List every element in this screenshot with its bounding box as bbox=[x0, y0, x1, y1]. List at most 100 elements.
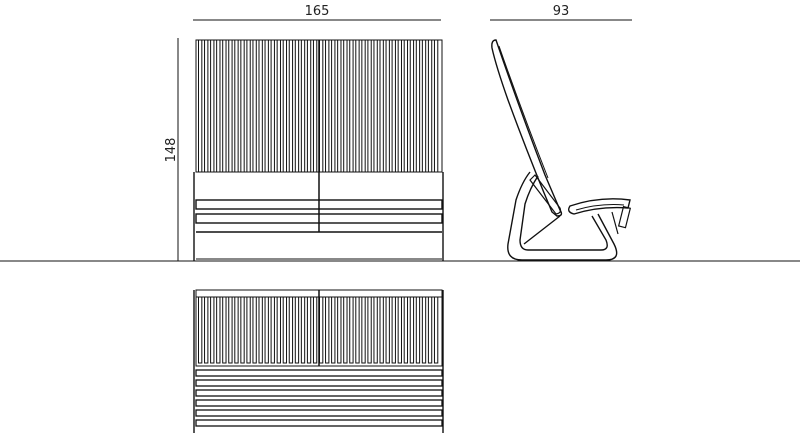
front-slat bbox=[433, 39, 439, 173]
front-slat bbox=[270, 39, 275, 173]
front-slat bbox=[258, 39, 263, 173]
height-dimension: 148 bbox=[164, 38, 179, 261]
top-slat bbox=[312, 296, 318, 364]
front-slat bbox=[337, 39, 342, 173]
top-slat bbox=[379, 296, 384, 364]
top-seat-bars bbox=[195, 369, 443, 427]
front-slat bbox=[264, 39, 269, 173]
top-seat-bar bbox=[195, 379, 443, 387]
front-slat bbox=[427, 39, 433, 173]
front-slat bbox=[355, 39, 360, 173]
top-slat bbox=[306, 296, 312, 364]
top-seat-bar bbox=[195, 399, 443, 407]
front-slat bbox=[391, 39, 396, 173]
front-slats bbox=[198, 39, 439, 173]
top-slat bbox=[258, 296, 263, 364]
top-slat bbox=[270, 296, 275, 364]
width-dimension: 165 bbox=[193, 4, 441, 21]
top-seat-bar bbox=[195, 369, 443, 377]
top-slat bbox=[349, 296, 354, 364]
front-slat bbox=[282, 39, 288, 173]
side-frame bbox=[507, 171, 618, 261]
top-slat bbox=[240, 296, 245, 364]
top-slat bbox=[355, 296, 360, 364]
front-seat-bar-1 bbox=[195, 199, 443, 210]
top-seat-bar bbox=[195, 419, 443, 427]
front-slat bbox=[204, 39, 209, 173]
depth-dimension: 93 bbox=[490, 4, 632, 21]
top-slat bbox=[367, 296, 372, 364]
front-slat bbox=[343, 39, 348, 173]
front-slat bbox=[379, 39, 384, 173]
side-seat-support bbox=[611, 211, 619, 235]
top-slat bbox=[373, 296, 378, 364]
side-view bbox=[491, 39, 632, 261]
top-slat bbox=[204, 296, 209, 364]
top-slat bbox=[294, 296, 300, 364]
front-view bbox=[193, 39, 444, 261]
height-label: 148 bbox=[164, 138, 179, 163]
top-slat bbox=[397, 296, 402, 364]
front-slat bbox=[373, 39, 378, 173]
top-slat bbox=[210, 296, 215, 364]
front-slat bbox=[294, 39, 300, 173]
depth-label: 93 bbox=[553, 4, 570, 19]
front-slat bbox=[397, 39, 402, 173]
top-slats bbox=[198, 296, 439, 364]
front-slat bbox=[325, 39, 330, 173]
top-slat bbox=[343, 296, 348, 364]
front-slat bbox=[252, 39, 257, 173]
front-slat bbox=[421, 39, 427, 173]
front-slat bbox=[349, 39, 354, 173]
top-slat bbox=[325, 296, 330, 364]
front-slat bbox=[312, 39, 318, 173]
top-slat bbox=[427, 296, 433, 364]
front-slat bbox=[216, 39, 221, 173]
top-slat bbox=[391, 296, 396, 364]
front-slat bbox=[246, 39, 251, 173]
front-slat bbox=[385, 39, 390, 173]
side-backrest bbox=[491, 39, 563, 217]
top-slat bbox=[216, 296, 221, 364]
top-slat bbox=[385, 296, 390, 364]
top-slat bbox=[228, 296, 233, 364]
side-front-bracket bbox=[617, 205, 632, 229]
top-slat bbox=[234, 296, 239, 364]
top-slat bbox=[246, 296, 251, 364]
top-slat bbox=[300, 296, 306, 364]
front-slat bbox=[234, 39, 239, 173]
top-slat bbox=[198, 296, 203, 364]
front-slat bbox=[415, 39, 421, 173]
front-slat bbox=[409, 39, 415, 173]
front-slat bbox=[300, 39, 306, 173]
side-seat bbox=[567, 198, 631, 215]
front-slat bbox=[228, 39, 233, 173]
side-backrest-inner bbox=[498, 45, 549, 179]
top-slat bbox=[415, 296, 421, 364]
top-slat bbox=[433, 296, 439, 364]
front-slat bbox=[210, 39, 215, 173]
top-slat bbox=[361, 296, 366, 364]
width-label: 165 bbox=[305, 4, 330, 19]
front-seat-bar-2 bbox=[195, 213, 443, 224]
front-slat bbox=[367, 39, 372, 173]
top-slat bbox=[288, 296, 294, 364]
front-slat bbox=[198, 39, 203, 173]
top-slat bbox=[264, 296, 269, 364]
top-slat bbox=[276, 296, 281, 364]
front-slat bbox=[240, 39, 245, 173]
top-slat bbox=[319, 296, 324, 364]
front-slat bbox=[288, 39, 294, 173]
top-slat bbox=[331, 296, 336, 364]
top-slat bbox=[409, 296, 415, 364]
top-slat bbox=[252, 296, 257, 364]
top-slat bbox=[337, 296, 342, 364]
top-slat bbox=[282, 296, 288, 364]
top-seat-bar bbox=[195, 389, 443, 397]
top-seat-bar bbox=[195, 409, 443, 417]
front-slat bbox=[306, 39, 312, 173]
side-seat-inner bbox=[575, 204, 625, 211]
front-slat bbox=[331, 39, 336, 173]
top-slat bbox=[403, 296, 409, 364]
